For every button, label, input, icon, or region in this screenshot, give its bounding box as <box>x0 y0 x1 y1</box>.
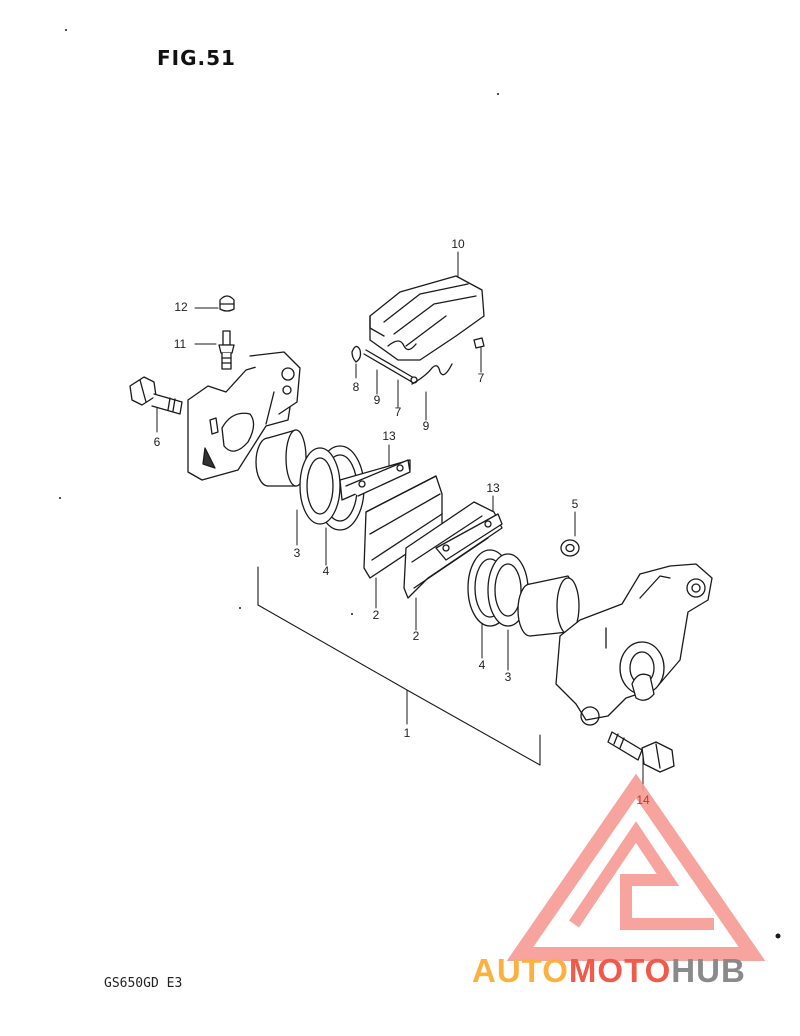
part-3-piston-left <box>255 429 307 487</box>
watermark-part-auto: AUTO <box>472 952 569 989</box>
part-12-cap <box>219 295 235 312</box>
scan-specks <box>59 29 781 939</box>
callout-6: 6 <box>153 435 161 449</box>
watermark-logo <box>506 773 766 961</box>
watermark-part-moto: MOTO <box>568 952 672 989</box>
callout-4a: 4 <box>322 564 330 578</box>
watermark-part-hub: HUB <box>671 952 746 989</box>
watermark-text: AUTOMOTOHUB <box>472 952 746 990</box>
left-caliper-half <box>187 351 301 481</box>
callout-1: 1 <box>403 726 411 740</box>
assembly-bracket <box>257 566 541 766</box>
callout-9a: 9 <box>373 393 381 407</box>
callout-3a: 3 <box>293 546 301 560</box>
callout-4b: 4 <box>478 658 486 672</box>
part-8-clip <box>351 345 362 363</box>
callout-10: 10 <box>451 237 465 251</box>
callout-13b: 13 <box>486 481 500 495</box>
callout-13a: 13 <box>382 429 396 443</box>
callout-11: 11 <box>173 337 187 351</box>
right-caliper-half <box>555 563 713 726</box>
callout-9b: 9 <box>422 419 430 433</box>
callout-14: 14 <box>636 793 650 807</box>
part-4-seal-left <box>299 445 365 531</box>
figure-title: FIG.51 <box>157 46 236 70</box>
part-5-washer <box>560 539 580 557</box>
callout-3b: 3 <box>504 670 512 684</box>
part-11-bleeder-valve <box>218 330 235 370</box>
part-7-pin-upper <box>473 337 485 349</box>
part-9-spring-upper <box>387 340 417 351</box>
callout-7b: 7 <box>477 371 485 385</box>
callout-2b: 2 <box>412 629 420 643</box>
part-10-pad-cover <box>369 275 485 361</box>
part-6-bolt <box>129 376 183 415</box>
part-13-shim-right <box>435 513 503 561</box>
part-14-bolt <box>607 731 675 773</box>
callout-2a: 2 <box>372 608 380 622</box>
model-code: GS650GD E3 <box>104 976 183 991</box>
part-9-spring-lower <box>411 363 453 385</box>
callout-5: 5 <box>571 497 579 511</box>
callout-8: 8 <box>352 380 360 394</box>
callout-12: 12 <box>174 300 188 314</box>
part-13-shim-left <box>339 459 411 501</box>
callout-7a: 7 <box>394 405 402 419</box>
part-3-piston-right <box>517 575 580 637</box>
